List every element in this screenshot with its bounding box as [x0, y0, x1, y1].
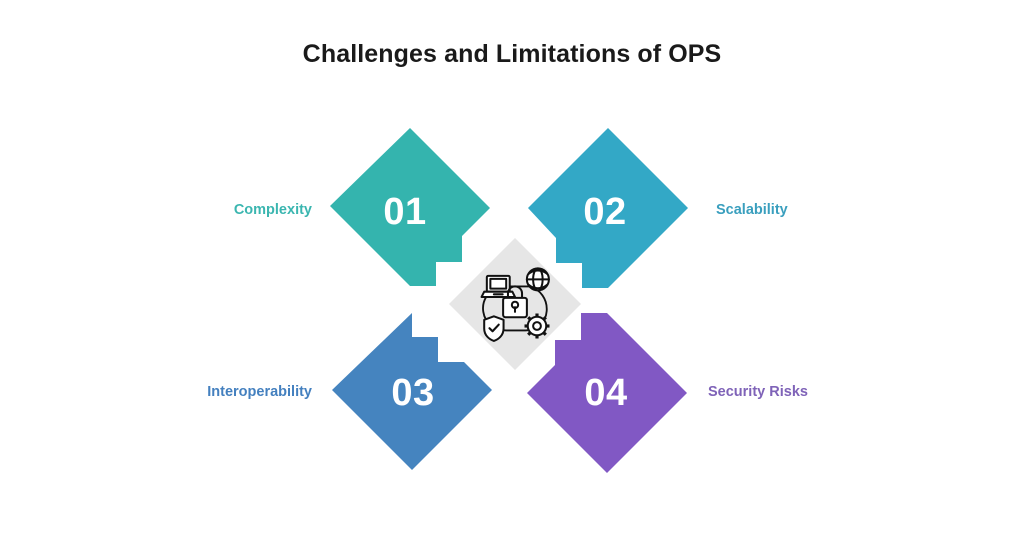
node-label-security-risks[interactable]: Security Risks [708, 384, 808, 400]
globe-icon [525, 267, 550, 292]
shield-check-icon [483, 315, 505, 342]
node-shape-03[interactable] [332, 313, 492, 470]
node-label-interoperability[interactable]: Interoperability [207, 384, 312, 400]
node-label-complexity[interactable]: Complexity [233, 202, 312, 218]
node-label-scalability[interactable]: Scalability [716, 202, 788, 218]
gear-icon [524, 313, 550, 339]
node-shape-02[interactable] [528, 128, 688, 288]
node-shape-01[interactable] [330, 128, 490, 286]
laptop-icon [480, 274, 517, 298]
connection-loop [482, 285, 548, 332]
padlock-icon [502, 285, 528, 319]
node-shape-04[interactable] [527, 313, 687, 473]
network-security-icon [480, 267, 550, 342]
page-title: Challenges and Limitations of OPS [302, 40, 722, 68]
